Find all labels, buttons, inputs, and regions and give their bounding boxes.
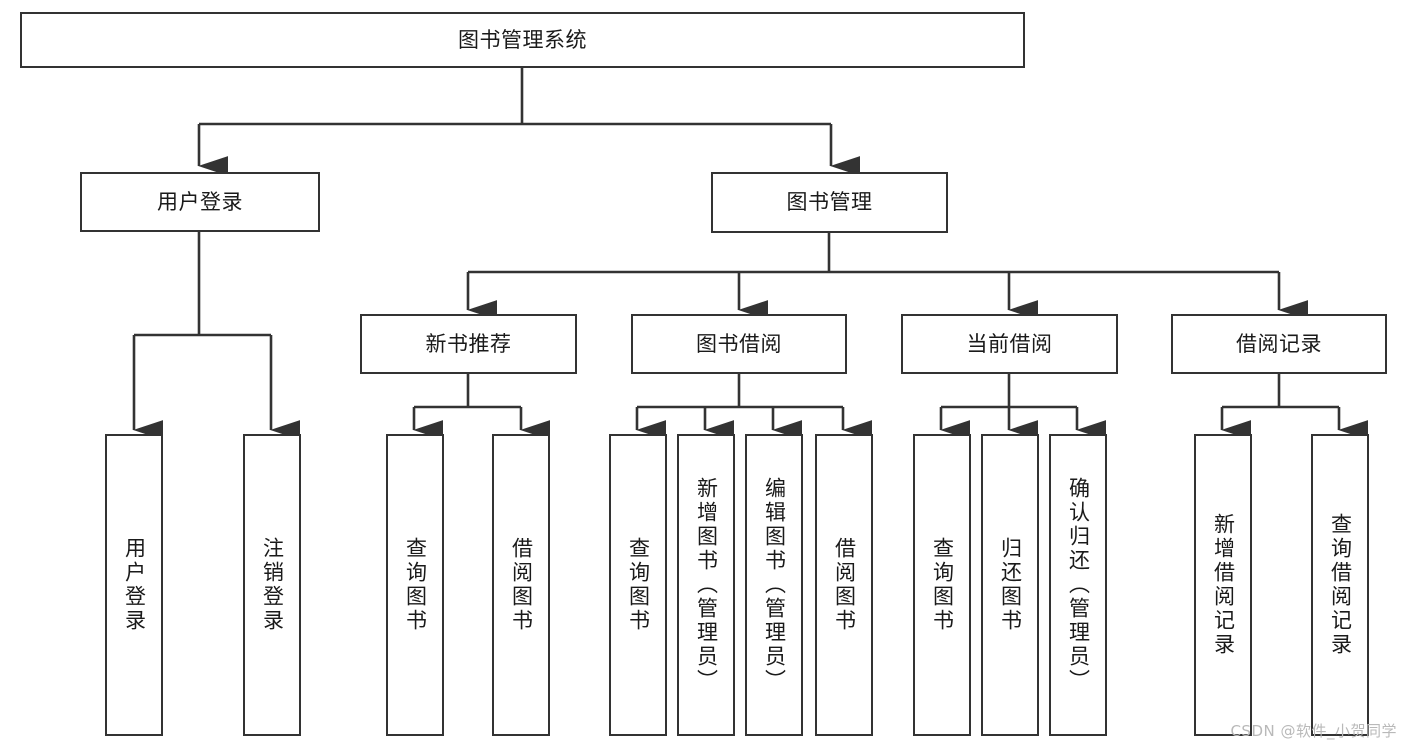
leaf-borrow-book[interactable]: 借阅图书	[815, 434, 873, 736]
node-user-login[interactable]: 用户登录	[80, 172, 320, 232]
node-current-borrow[interactable]: 当前借阅	[901, 314, 1118, 374]
node-label: 新增图书（管理员）	[694, 477, 719, 693]
node-label: 用户登录	[122, 537, 147, 633]
leaf-borrow-book-new[interactable]: 借阅图书	[492, 434, 550, 736]
node-label: 图书借阅	[696, 331, 782, 356]
node-book-borrow[interactable]: 图书借阅	[631, 314, 847, 374]
node-label: 编辑图书（管理员）	[762, 477, 787, 693]
node-label: 归还图书	[998, 537, 1023, 633]
leaf-query-book-new[interactable]: 查询图书	[386, 434, 444, 736]
node-label: 借阅图书	[509, 537, 534, 633]
leaf-query-book-current[interactable]: 查询图书	[913, 434, 971, 736]
node-label: 注销登录	[260, 537, 285, 633]
node-label: 查询借阅记录	[1328, 513, 1353, 657]
leaf-query-borrow-record[interactable]: 查询借阅记录	[1311, 434, 1369, 736]
leaf-add-book-admin[interactable]: 新增图书（管理员）	[677, 434, 735, 736]
node-borrow-records[interactable]: 借阅记录	[1171, 314, 1387, 374]
node-label: 借阅图书	[832, 537, 857, 633]
node-label: 图书管理系统	[458, 27, 587, 52]
node-label: 查询图书	[403, 537, 428, 633]
node-label: 新书推荐	[425, 331, 512, 356]
leaf-confirm-return-admin[interactable]: 确认归还（管理员）	[1049, 434, 1107, 736]
leaf-edit-book-admin[interactable]: 编辑图书（管理员）	[745, 434, 803, 736]
leaf-query-book-borrow[interactable]: 查询图书	[609, 434, 667, 736]
leaf-return-book[interactable]: 归还图书	[981, 434, 1039, 736]
node-label: 查询图书	[626, 537, 651, 633]
node-label: 用户登录	[157, 189, 243, 214]
node-label: 图书管理	[786, 190, 873, 215]
node-book-management[interactable]: 图书管理	[711, 172, 948, 233]
csdn-watermark: CSDN @软件_小贺同学	[1230, 722, 1397, 740]
node-label: 确认归还（管理员）	[1066, 477, 1091, 693]
node-label: 查询图书	[930, 537, 955, 633]
leaf-logout[interactable]: 注销登录	[243, 434, 301, 736]
node-label: 新增借阅记录	[1211, 513, 1236, 657]
node-label: 借阅记录	[1236, 331, 1322, 356]
node-root-system[interactable]: 图书管理系统	[20, 12, 1025, 68]
leaf-user-login[interactable]: 用户登录	[105, 434, 163, 736]
leaf-add-borrow-record[interactable]: 新增借阅记录	[1194, 434, 1252, 736]
node-label: 当前借阅	[966, 331, 1053, 356]
node-new-book-recommend[interactable]: 新书推荐	[360, 314, 577, 374]
